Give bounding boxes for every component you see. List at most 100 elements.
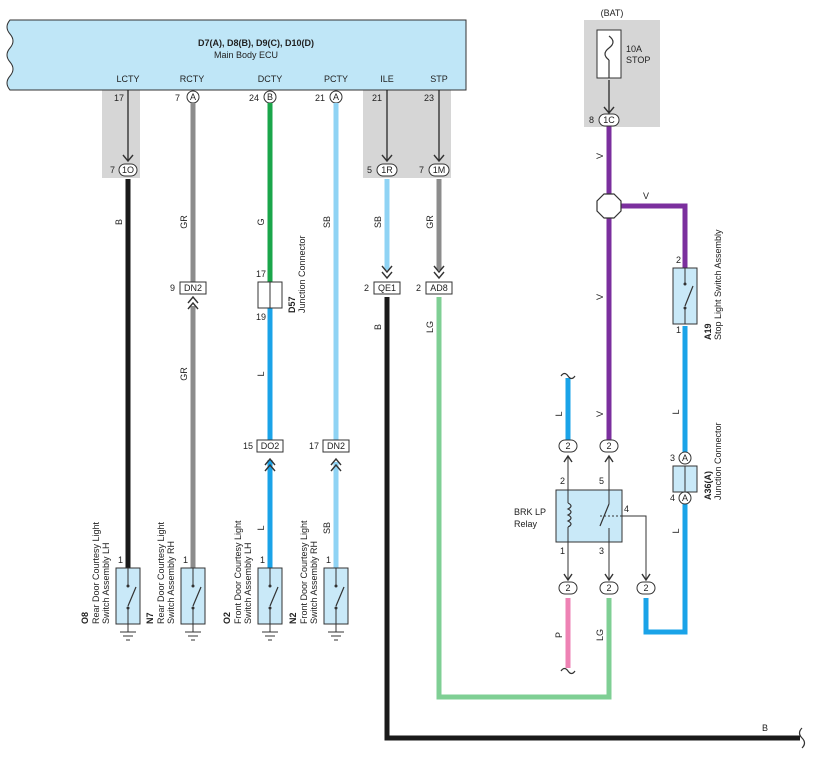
battery-label: (BAT) [601,8,624,18]
wire-label-stp-top: GR [425,215,435,229]
splice-point [596,193,622,219]
wire-label-lcty: B [114,219,124,225]
wire-ile-bottom [384,297,800,741]
svg-text:1C: 1C [603,115,615,125]
wire-stp-bottom [436,297,612,700]
terminal-pin-pcty: 21 [315,93,325,103]
n7-line2: Switch Assembly RH [166,541,176,624]
connector-dn2-top: DN2 9 [170,281,207,310]
svg-text:5: 5 [367,165,372,175]
a36-id: A36(A) [703,471,713,500]
fuse-name: STOP [626,55,650,65]
wire-label-dcty-bottom: L [256,371,266,376]
o2-line1: Front Door Courtesy Light [233,520,243,624]
a19-pin-bottom: 1 [676,325,681,335]
jb-connector-ile: 1R 5 [367,154,398,177]
wire-bat-branch [621,203,688,268]
wire-label-relay-bottom-left: P [554,632,564,638]
o8-line1: Rear Door Courtesy Light [91,521,101,624]
connector-relay-upper-left: 2 [558,439,578,490]
junction-connector-a36: A A [672,451,698,505]
terminal-pin-dcty: 24 [249,93,259,103]
o8-id: O8 [80,612,90,624]
terminal-name-pcty: PCTY [324,74,348,84]
svg-text:B: B [267,92,273,102]
wire-label-ile-top: SB [373,216,383,228]
wire-label-dcty-low: L [256,525,266,530]
wire-label-relay-left: L [554,411,564,416]
terminal-name-stp: STP [430,74,448,84]
jb-connector-lcty: 1O 7 [110,154,138,177]
a19-pin-top: 2 [676,255,681,265]
svg-text:7: 7 [419,165,424,175]
svg-text:2: 2 [565,583,570,593]
terminal-pin-lcty: 17 [114,93,124,103]
a36-name: Junction Connector [713,422,723,500]
connector-relay-lower-left: 2 [558,542,578,595]
o8-line2: Switch Assembly LH [101,542,111,624]
terminal-pin-rcty: 7 [175,93,180,103]
a36-pin-bottom: 4 [670,493,675,503]
connector-do2: DO2 15 [243,439,284,472]
n2-line1: Front Door Courtesy Light [299,520,309,624]
wire-label-a36-bottom: L [671,528,681,533]
wire-label-bat-top: V [595,153,605,159]
svg-text:DN2: DN2 [184,283,202,293]
svg-text:7: 7 [110,165,115,175]
n7-id: N7 [145,612,155,624]
ecu-title: D7(A), D8(B), D9(C), D10(D) [198,38,314,48]
jb-connector-bat: 1C 8 [589,106,620,127]
wire-label-bat-low: V [595,411,605,417]
wire-label-stp-bottom: LG [425,321,435,333]
switch-o2 [257,567,283,641]
svg-text:2: 2 [606,441,611,451]
junction-block-bg-bat [584,20,660,127]
fuse-rating: 10A [626,44,642,54]
relay-name-line2: Relay [514,519,538,529]
switch-o8 [115,567,141,641]
o2-line2: Switch Assembly LH [243,542,253,624]
svg-text:1R: 1R [381,165,393,175]
connector-dn2-low: DN2 17 [309,439,350,472]
ecu-subtitle: Main Body ECU [214,50,278,60]
wire-label-rcty-bottom: GR [179,367,189,381]
terminal-name-lcty: LCTY [116,74,139,84]
svg-text:17: 17 [309,441,319,451]
svg-text:2: 2 [606,583,611,593]
a19-id: A19 [703,323,713,340]
relay-pin-3: 3 [599,546,604,556]
svg-text:DN2: DN2 [327,441,345,451]
svg-text:9: 9 [170,283,175,293]
wire-label-bat-branch: V [643,191,649,201]
wire-label-pcty-low: SB [322,522,332,534]
terminal-pin-stp: 23 [424,93,434,103]
junction-connector-d57: 17 19 [256,269,283,322]
terminal-letter-dcty: B [263,90,277,104]
svg-text:1M: 1M [433,165,446,175]
svg-text:AD8: AD8 [430,283,448,293]
svg-text:1O: 1O [122,165,134,175]
d57-id: D57 [287,296,297,313]
wire-label-rcty-top: GR [179,215,189,229]
o2-pin: 1 [260,555,265,565]
svg-text:A: A [333,92,339,102]
wire-label-dcty-top: G [256,218,266,225]
junction-block-bg-lcty [102,90,140,178]
connector-ad8: AD8 2 [416,265,453,295]
connector-relay-lower-mid: 2 [599,542,619,595]
terminal-letter-pcty: A [329,90,343,104]
terminal-pin-ile: 21 [372,93,382,103]
wire-break-relay-left [560,372,576,380]
n2-id: N2 [288,612,298,624]
switch-n2 [323,567,349,641]
svg-text:8: 8 [589,115,594,125]
svg-text:2: 2 [416,283,421,293]
a36-pin-top: 3 [670,453,675,463]
relay-pin-5: 5 [599,476,604,486]
jb-connector-stp: 1M 7 [419,154,450,177]
brk-lp-relay [555,489,623,543]
stop-light-switch-a19 [672,267,698,325]
n2-line2: Switch Assembly RH [309,541,319,624]
terminal-name-rcty: RCTY [180,74,205,84]
